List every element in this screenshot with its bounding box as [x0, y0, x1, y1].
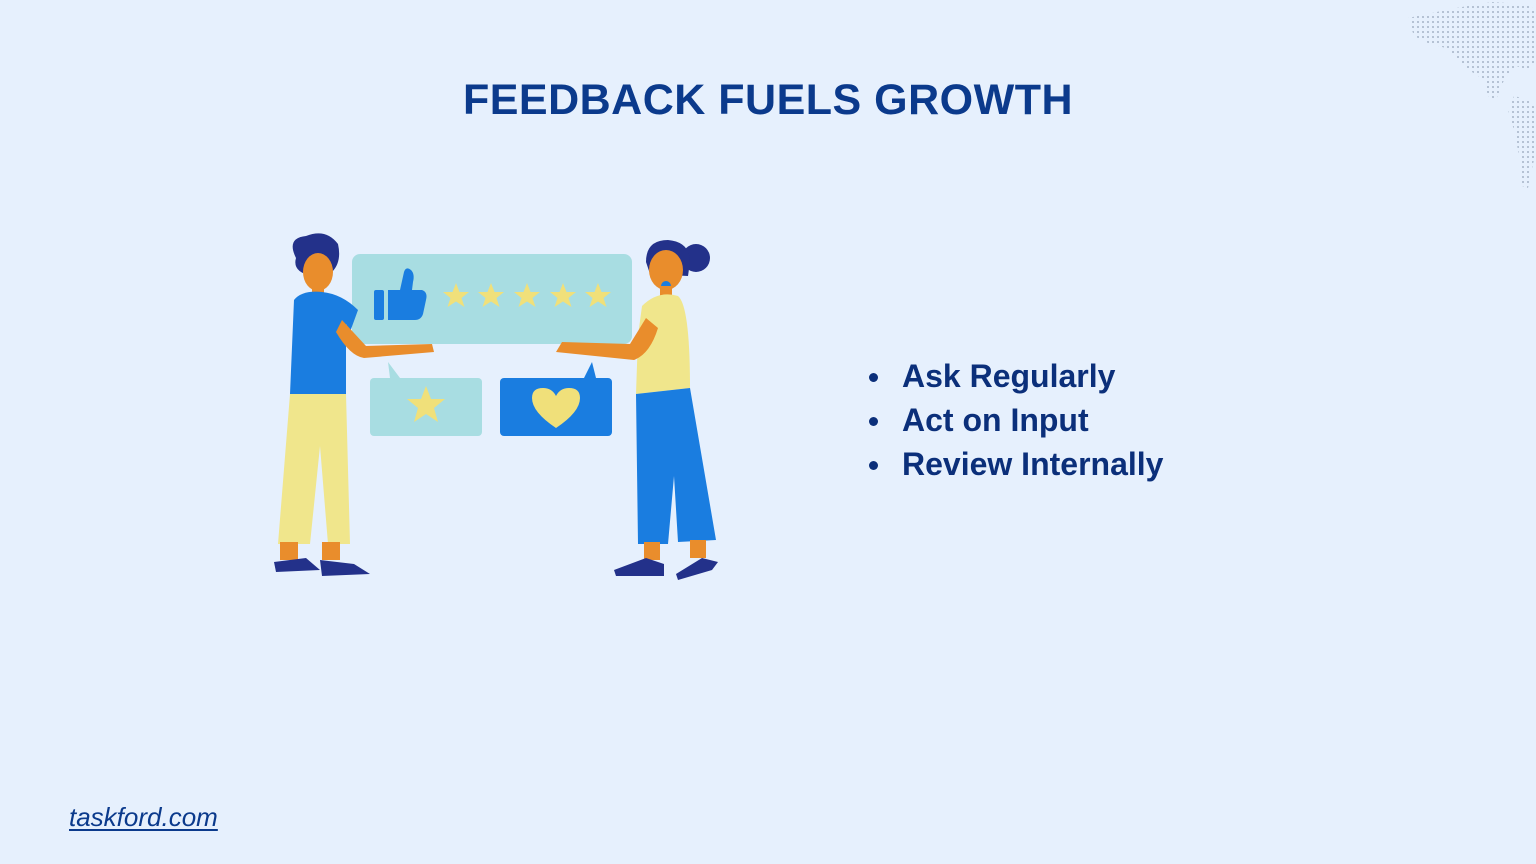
- bullet-dot: [869, 461, 878, 470]
- website-link[interactable]: taskford.com: [69, 802, 218, 832]
- star-icon: [478, 283, 504, 307]
- list-item: Act on Input: [866, 398, 1163, 442]
- star-icon: [550, 283, 576, 307]
- slide-title: FEEDBACK FUELS GROWTH: [462, 76, 1074, 124]
- star-bubble: [370, 362, 482, 436]
- star-icon: [585, 283, 611, 307]
- bullet-text: Act on Input: [902, 402, 1089, 438]
- bullet-dot: [869, 373, 878, 382]
- heart-bubble: [500, 362, 612, 436]
- bullet-text: Review Internally: [902, 446, 1164, 482]
- heart-icon: [532, 388, 580, 428]
- person-right: [556, 240, 718, 580]
- star-icon: [443, 283, 469, 307]
- star-icon: [514, 283, 540, 307]
- list-item: Review Internally: [866, 442, 1163, 486]
- rating-stars: [443, 283, 611, 307]
- rating-panel: [352, 254, 632, 344]
- star-icon: [407, 386, 445, 422]
- thumbs-up-icon: [374, 268, 427, 320]
- feedback-illustration: [274, 233, 718, 580]
- list-item: Ask Regularly: [866, 354, 1163, 398]
- bullet-text: Ask Regularly: [902, 358, 1116, 394]
- bullet-list: Ask Regularly Act on Input Review Intern…: [866, 354, 1163, 486]
- bullet-dot: [869, 417, 878, 426]
- world-map-decoration: [1408, 2, 1536, 188]
- person-left: [274, 233, 434, 576]
